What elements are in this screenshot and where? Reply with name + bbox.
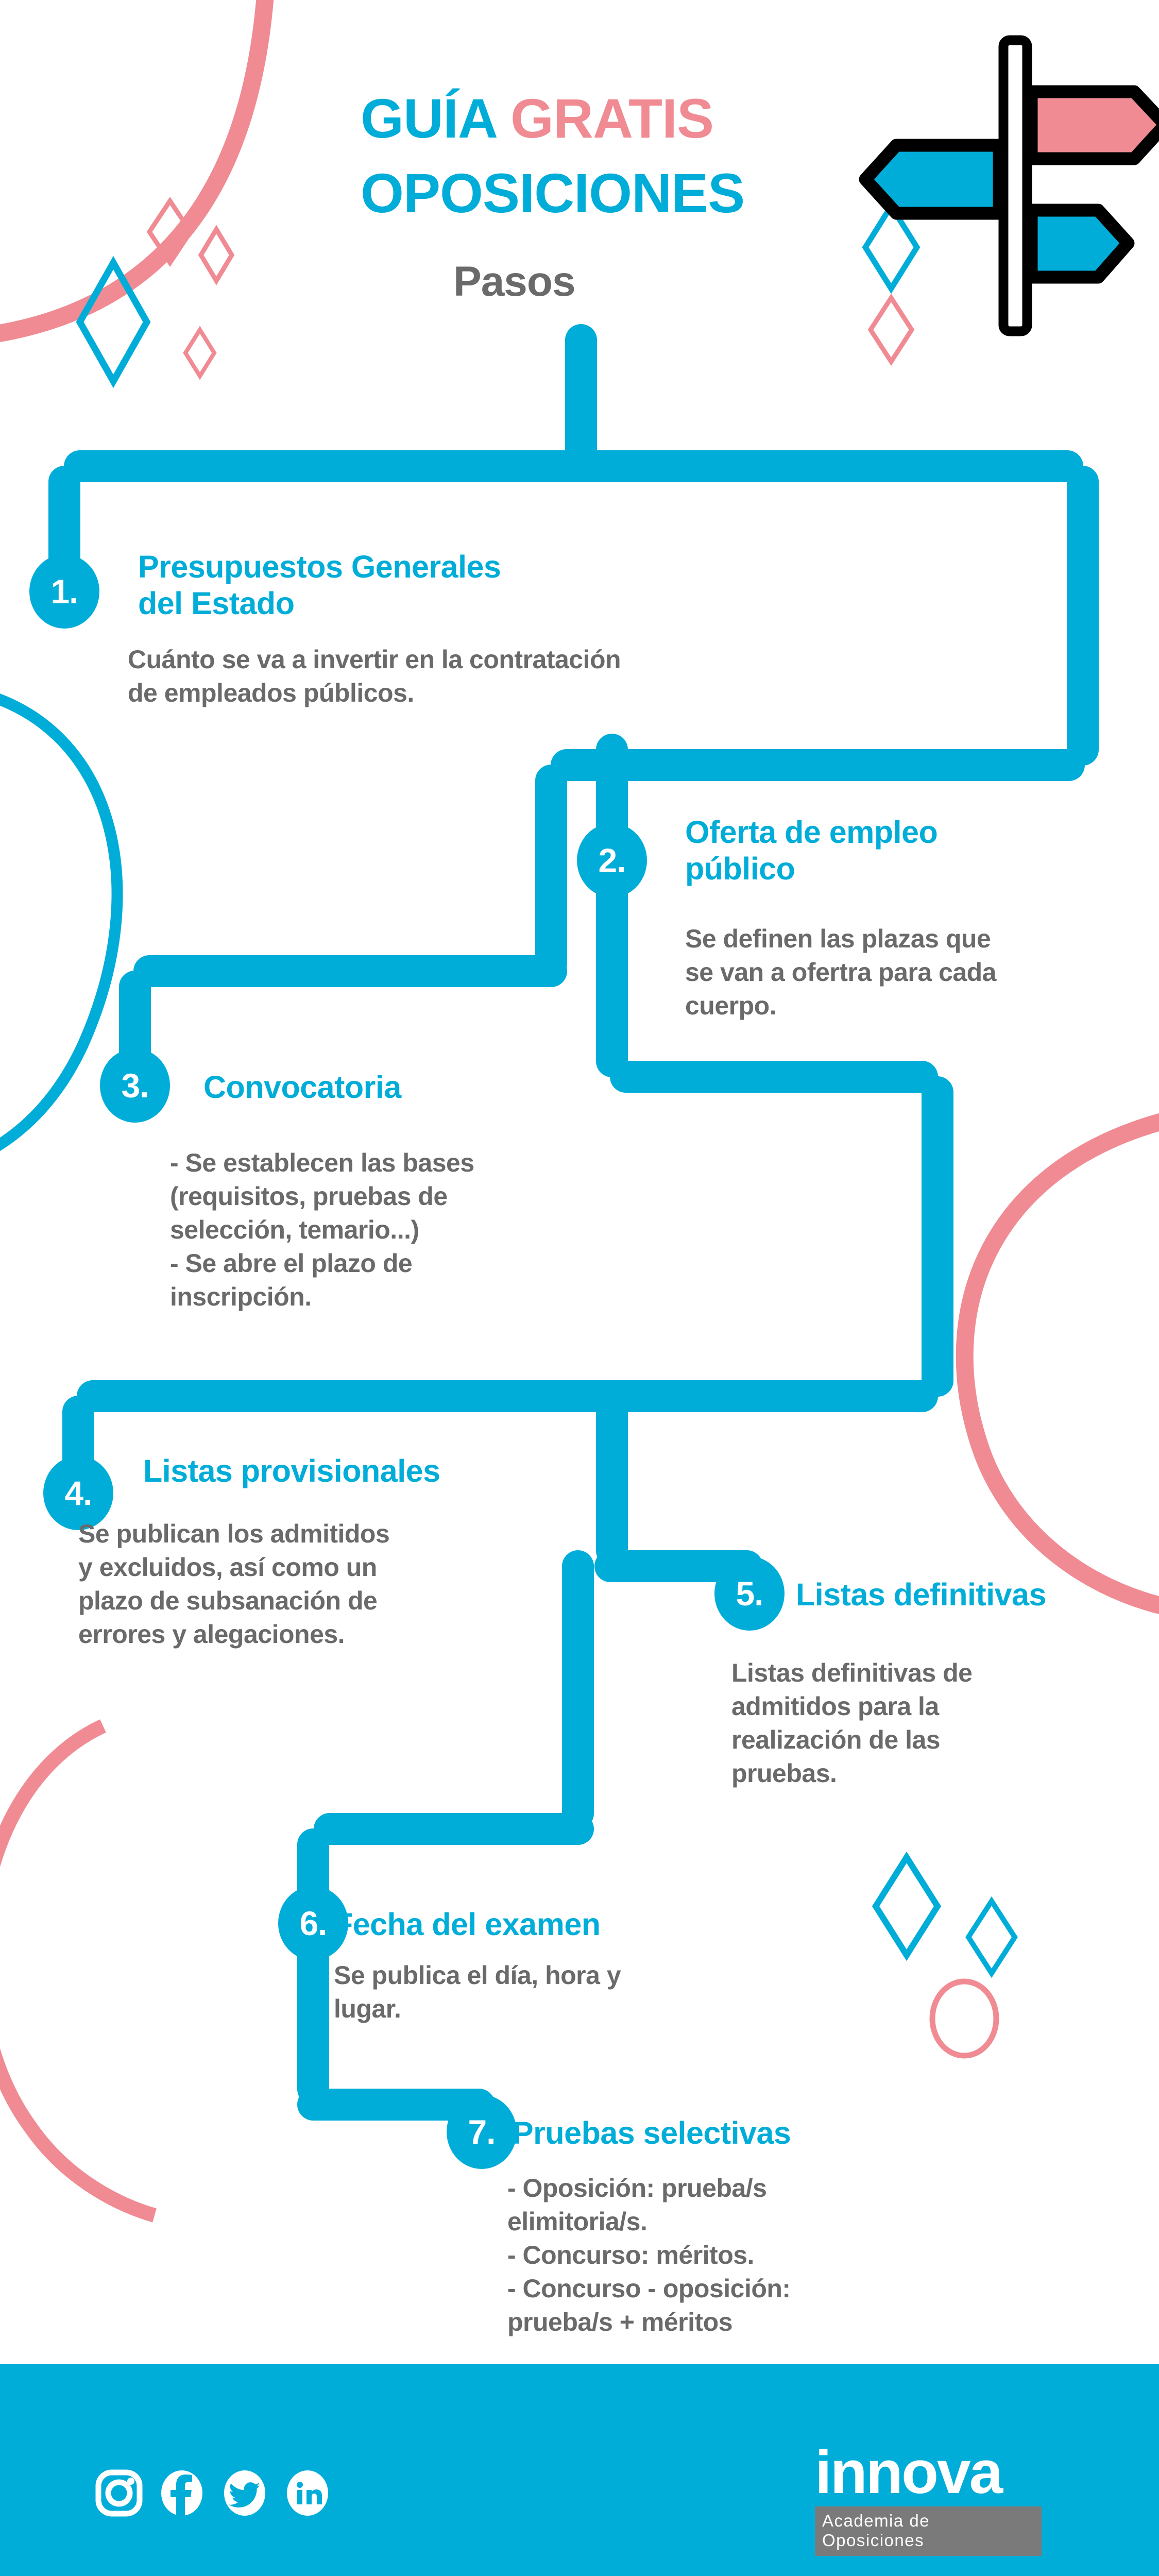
step-7-badge-circle: [447, 2095, 517, 2169]
step-4-title: Listas provisionales: [143, 1453, 440, 1488]
step-5-number: 5.: [736, 1574, 763, 1613]
signpost-icon: [859, 35, 1159, 336]
step-2-badge-circle: [577, 823, 647, 897]
step-6-title: Fecha del examen: [334, 1907, 601, 1942]
step-6-number: 6.: [299, 1904, 327, 1942]
facebook-icon[interactable]: [158, 2469, 206, 2517]
pink-diamond-small-left: [198, 225, 235, 285]
social-links: [95, 2469, 331, 2517]
cyan-diamond-lower-right: [872, 1851, 942, 1961]
brand-logo: innova Academia de Oposiciones: [815, 2438, 1042, 2556]
pink-arc-right: [956, 1113, 1159, 1614]
instagram-icon[interactable]: [95, 2469, 143, 2517]
signpost-sign-cyan-right: [1025, 204, 1135, 284]
step-3-number: 3.: [121, 1066, 149, 1105]
step-7-number: 7.: [468, 2113, 496, 2151]
title-gratis: GRATIS: [510, 87, 714, 149]
signpost-sign-pink: [1025, 85, 1159, 165]
brand-tagline: Academia de Oposiciones: [815, 2506, 1042, 2556]
linkedin-icon[interactable]: [284, 2469, 331, 2517]
pink-diamond-upper-left: [146, 196, 194, 267]
cyan-diamond-large-left: [76, 256, 151, 388]
pink-diamond-header-right: [867, 293, 915, 366]
step-1-badge-circle: [29, 554, 99, 629]
cyan-diamond-lower-right-2: [965, 1896, 1018, 1978]
step-4-number: 4.: [64, 1474, 92, 1512]
pink-circle-lower-right: [929, 1978, 999, 2059]
page-title: GUÍA GRATIS: [361, 87, 824, 150]
page-title-line2: OPOSICIONES: [361, 162, 745, 224]
step-5-badge-circle: [714, 1556, 785, 1631]
footer: innova Academia de Oposiciones: [0, 2364, 1159, 2576]
page-subtitle: Pasos: [453, 258, 576, 305]
step-2-number: 2.: [598, 841, 626, 879]
pink-diamond-tiny-left: [183, 326, 217, 380]
twitter-icon[interactable]: [221, 2469, 268, 2517]
cyan-diamond-header-right: [862, 200, 921, 294]
title-guia: GUÍA: [361, 87, 510, 149]
brand-name: innova: [815, 2438, 1003, 2506]
pink-arc-bottomleft: [0, 1719, 157, 2223]
step-7-title: Pruebas selectivas: [513, 2115, 791, 2150]
cyan-arc-left: [0, 693, 123, 1151]
step-1-number: 1.: [50, 572, 78, 611]
signpost-sign-cyan-left: [859, 139, 1006, 220]
step-6-badge-circle: [278, 1886, 348, 1960]
step-3-badge-circle: [100, 1048, 170, 1123]
step-number-circles: [29, 554, 785, 2169]
step-4-badge-circle: [43, 1456, 113, 1530]
step-5-title: Listas definitivas: [796, 1577, 1046, 1612]
step-1-body: Cuánto se va a invertir en la contrataci…: [128, 645, 621, 707]
pink-arc-topleft: [0, 0, 274, 342]
step-3-title: Convocatoria: [203, 1070, 401, 1105]
step-3-body: - Se establecen las bases(requisitos, pr…: [170, 1148, 474, 1311]
